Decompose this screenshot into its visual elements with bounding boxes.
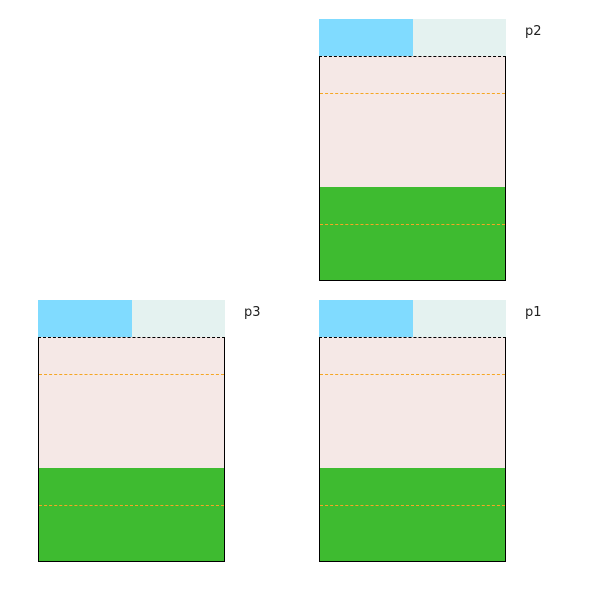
guide-line-upper (320, 93, 505, 94)
guide-line-upper (320, 374, 505, 375)
upper-region (39, 337, 224, 468)
panel-body (38, 337, 225, 562)
panel-p2: p2 (319, 19, 559, 283)
lower-region (39, 468, 224, 561)
panel-body (319, 337, 506, 562)
lower-region (320, 187, 505, 280)
panel-body (319, 56, 506, 281)
top-dashed-border (38, 337, 225, 338)
panel-label: p3 (244, 305, 261, 320)
top-dashed-border (319, 337, 506, 338)
top-dashed-border (319, 56, 506, 57)
guide-line-lower (320, 505, 505, 506)
panel-label: p1 (525, 305, 542, 320)
top-right-block (413, 300, 506, 337)
top-left-block (319, 19, 413, 56)
guide-line-upper (39, 374, 224, 375)
top-left-block (319, 300, 413, 337)
guide-line-lower (39, 505, 224, 506)
panel-label: p2 (525, 24, 542, 39)
guide-line-lower (320, 224, 505, 225)
panel-p1: p1 (319, 300, 559, 564)
panel-p3: p3 (38, 300, 278, 564)
upper-region (320, 56, 505, 187)
top-left-block (38, 300, 132, 337)
upper-region (320, 337, 505, 468)
lower-region (320, 468, 505, 561)
top-right-block (132, 300, 225, 337)
top-right-block (413, 19, 506, 56)
